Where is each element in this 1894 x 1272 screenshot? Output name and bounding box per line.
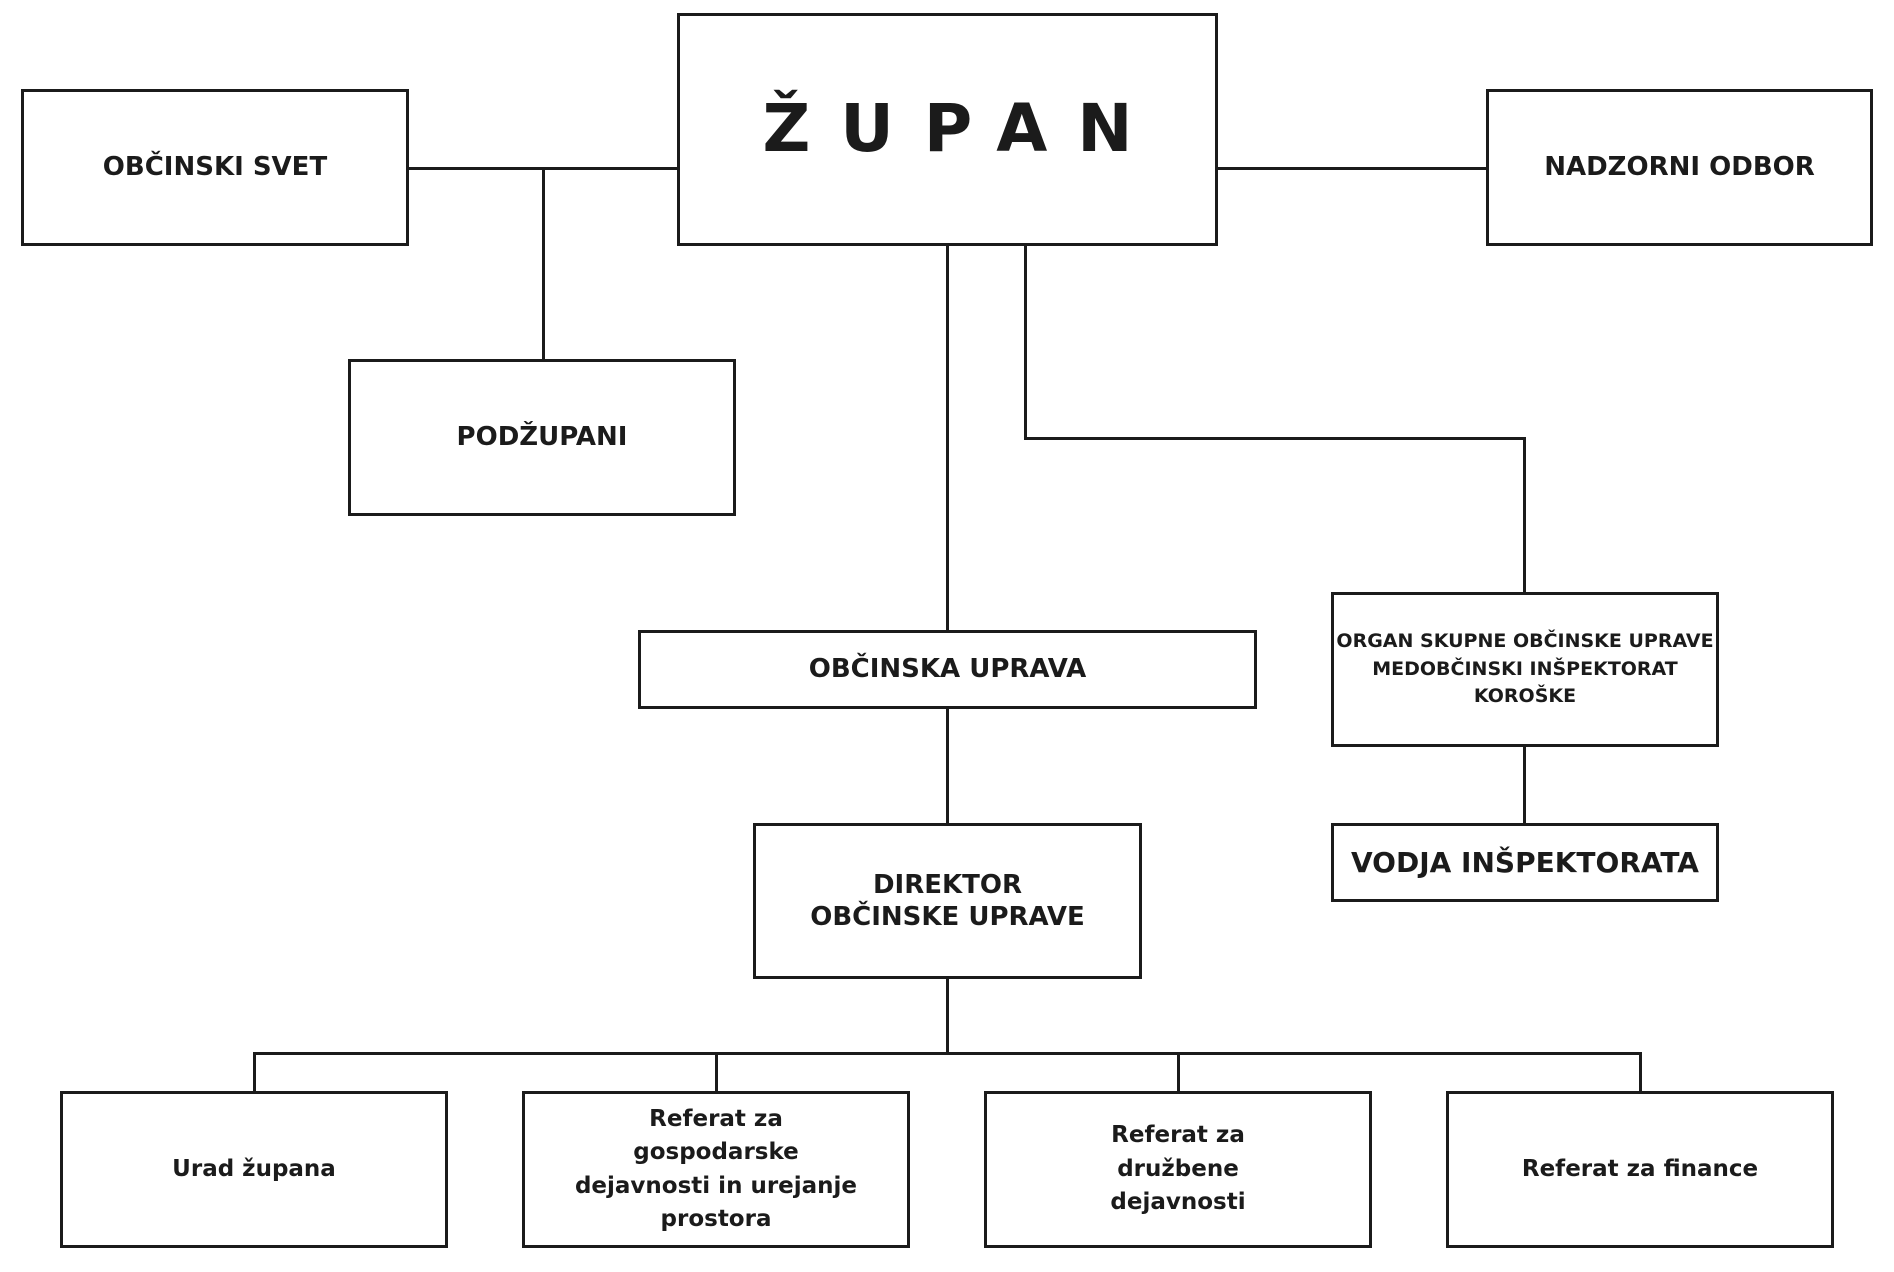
- supervisory-board-label: NADZORNI ODBOR: [1544, 152, 1815, 183]
- supervisory-board-box: NADZORNI ODBOR: [1486, 89, 1873, 246]
- connector-mayor-joint-body-across: [1024, 437, 1526, 440]
- connector-department-1: [253, 1052, 256, 1093]
- department-label-1: Urad župana: [172, 1155, 336, 1182]
- connector-administration-director: [946, 707, 949, 825]
- connector-director-departments: [946, 977, 949, 1053]
- department-box-1: Urad župana: [60, 1091, 448, 1248]
- connector-department-2: [715, 1052, 718, 1093]
- connector-departments-bus: [253, 1052, 1642, 1055]
- connector-joint-body-drop: [1523, 437, 1526, 594]
- joint-body-line-2: MEDOBČINSKI INŠPEKTORAT KOROŠKE: [1372, 657, 1678, 708]
- municipal-council-label: OBČINSKI SVET: [102, 152, 328, 183]
- department-label-3: Referat za družbene dejavnosti: [1110, 1122, 1246, 1216]
- joint-administration-body-box: ORGAN SKUPNE OBČINSKE UPRAVE MEDOBČINSKI…: [1331, 592, 1719, 747]
- deputy-mayors-box: PODŽUPANI: [348, 359, 736, 516]
- director-label: DIREKTOR OBČINSKE UPRAVE: [810, 869, 1085, 933]
- director-box: DIREKTOR OBČINSKE UPRAVE: [753, 823, 1142, 979]
- connector-deputies-drop: [542, 167, 545, 361]
- department-box-2: Referat za gospodarske dejavnosti in ure…: [522, 1091, 910, 1248]
- inspectorate-head-box: VODJA INŠPEKTORATA: [1331, 823, 1719, 902]
- municipal-administration-box: OBČINSKA UPRAVA: [638, 630, 1257, 709]
- joint-body-line-1: ORGAN SKUPNE OBČINSKE UPRAVE: [1336, 630, 1714, 653]
- mayor-box: ŽUPAN: [677, 13, 1218, 246]
- department-box-3: Referat za družbene dejavnosti: [984, 1091, 1372, 1248]
- connector-mayor-joint-body-down: [1024, 245, 1027, 440]
- connector-joint-body-inspectorate: [1523, 745, 1526, 825]
- municipal-administration-label: OBČINSKA UPRAVA: [808, 654, 1087, 685]
- department-box-4: Referat za finance: [1446, 1091, 1834, 1248]
- connector-department-3: [1177, 1052, 1180, 1093]
- department-label-2: Referat za gospodarske dejavnosti in ure…: [574, 1105, 858, 1232]
- mayor-label: ŽUPAN: [762, 90, 1163, 168]
- connector-mayor-board: [1217, 167, 1487, 170]
- connector-mayor-administration: [946, 245, 949, 632]
- inspectorate-head-label: VODJA INŠPEKTORATA: [1351, 846, 1699, 879]
- connector-department-4: [1639, 1052, 1642, 1093]
- deputy-mayors-label: PODŽUPANI: [456, 422, 628, 453]
- municipal-council-box: OBČINSKI SVET: [21, 89, 409, 246]
- department-label-4: Referat za finance: [1521, 1155, 1759, 1182]
